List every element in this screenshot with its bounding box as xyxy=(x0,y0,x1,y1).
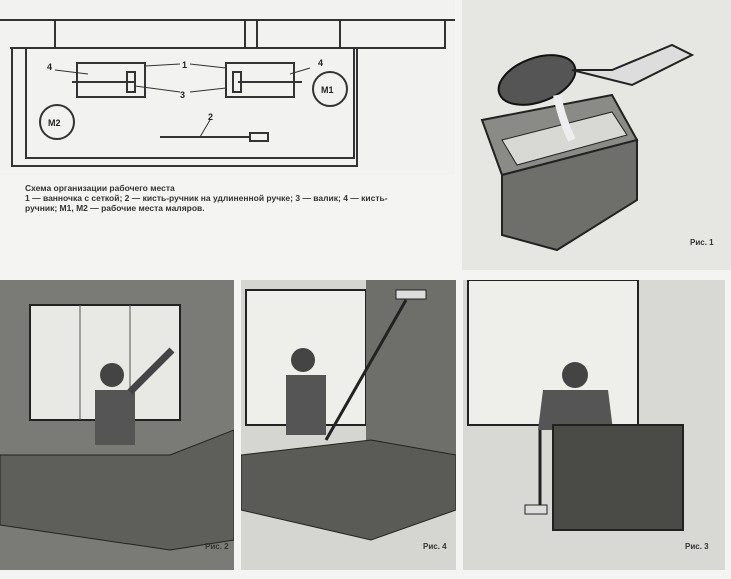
scheme-caption: Схема организации рабочего места 1 — ван… xyxy=(25,183,455,213)
label-2: 2 xyxy=(208,112,213,122)
figure-2-label: Рис. 2 xyxy=(205,542,229,551)
scheme-legend-line2: ручник; М1, М2 — рабочие места маляров. xyxy=(25,203,205,213)
scheme-title: Схема организации рабочего места xyxy=(25,183,175,193)
painter-brush-illustration xyxy=(0,280,234,570)
workplace-scheme: 1 3 2 4 4 М1 М2 xyxy=(0,0,455,175)
figure-1-tray: Рис. 1 xyxy=(462,0,731,270)
figure-1-label: Рис. 1 xyxy=(690,238,714,247)
label-m2: М2 xyxy=(48,118,61,128)
painter-roller-illustration xyxy=(241,280,456,570)
label-m1: М1 xyxy=(321,85,334,95)
figure-2-brush: Рис. 2 xyxy=(0,280,234,570)
figure-3-low-brush: Рис. 3 xyxy=(463,280,725,570)
figure-4-roller: Рис. 4 xyxy=(241,280,456,570)
scheme-drawing: 1 3 2 4 4 М1 М2 xyxy=(0,19,455,167)
label-3: 3 xyxy=(180,90,185,100)
painter-low-wall-illustration xyxy=(463,280,725,570)
scheme-legend-line1: 1 — ванночка с сеткой; 2 — кисть-ручник … xyxy=(25,193,388,203)
label-4-right: 4 xyxy=(318,58,323,68)
figure-4-label: Рис. 4 xyxy=(423,542,447,551)
tray-illustration xyxy=(480,43,695,252)
figure-3-label: Рис. 3 xyxy=(685,542,709,551)
label-4-left: 4 xyxy=(47,62,52,72)
label-1: 1 xyxy=(182,60,187,70)
